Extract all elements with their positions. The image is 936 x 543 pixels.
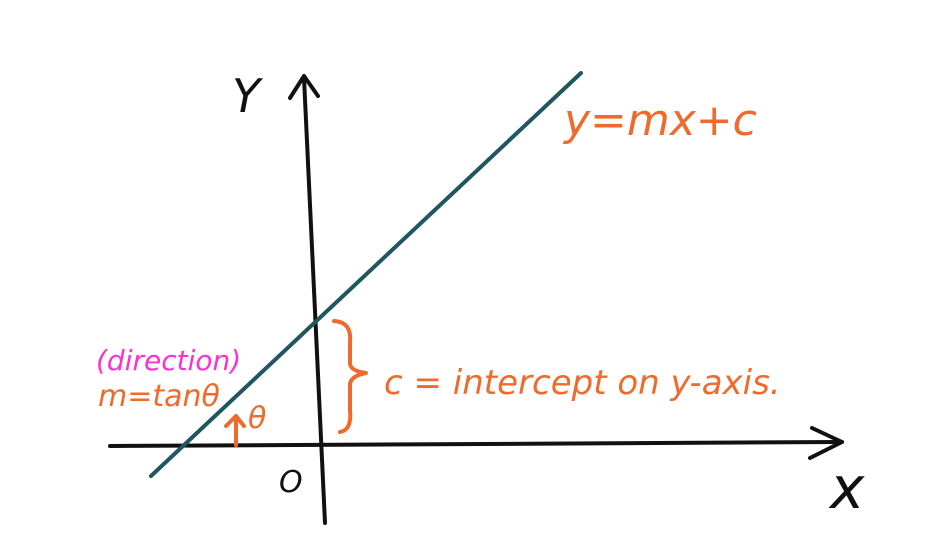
equation-label: y=mx+c: [562, 95, 757, 146]
intercept-brace: [332, 319, 368, 434]
x-axis-label: x: [828, 454, 865, 522]
y-axis-line: [302, 76, 327, 525]
origin-label: O: [279, 465, 303, 500]
y-axis-arrowhead: [288, 74, 320, 100]
x-axis-line: [108, 440, 844, 448]
intercept-label: c = intercept on y-axis.: [384, 363, 781, 403]
angle-arrowhead: [224, 414, 246, 428]
angle-label: θ: [248, 401, 266, 436]
x-axis-arrowhead: [808, 426, 844, 460]
slope-label: m=tanθ: [98, 379, 220, 414]
direction-label: (direction): [96, 344, 241, 377]
y-axis-label: Y: [232, 69, 264, 123]
line-y-equals-mx-plus-c: [149, 71, 583, 478]
